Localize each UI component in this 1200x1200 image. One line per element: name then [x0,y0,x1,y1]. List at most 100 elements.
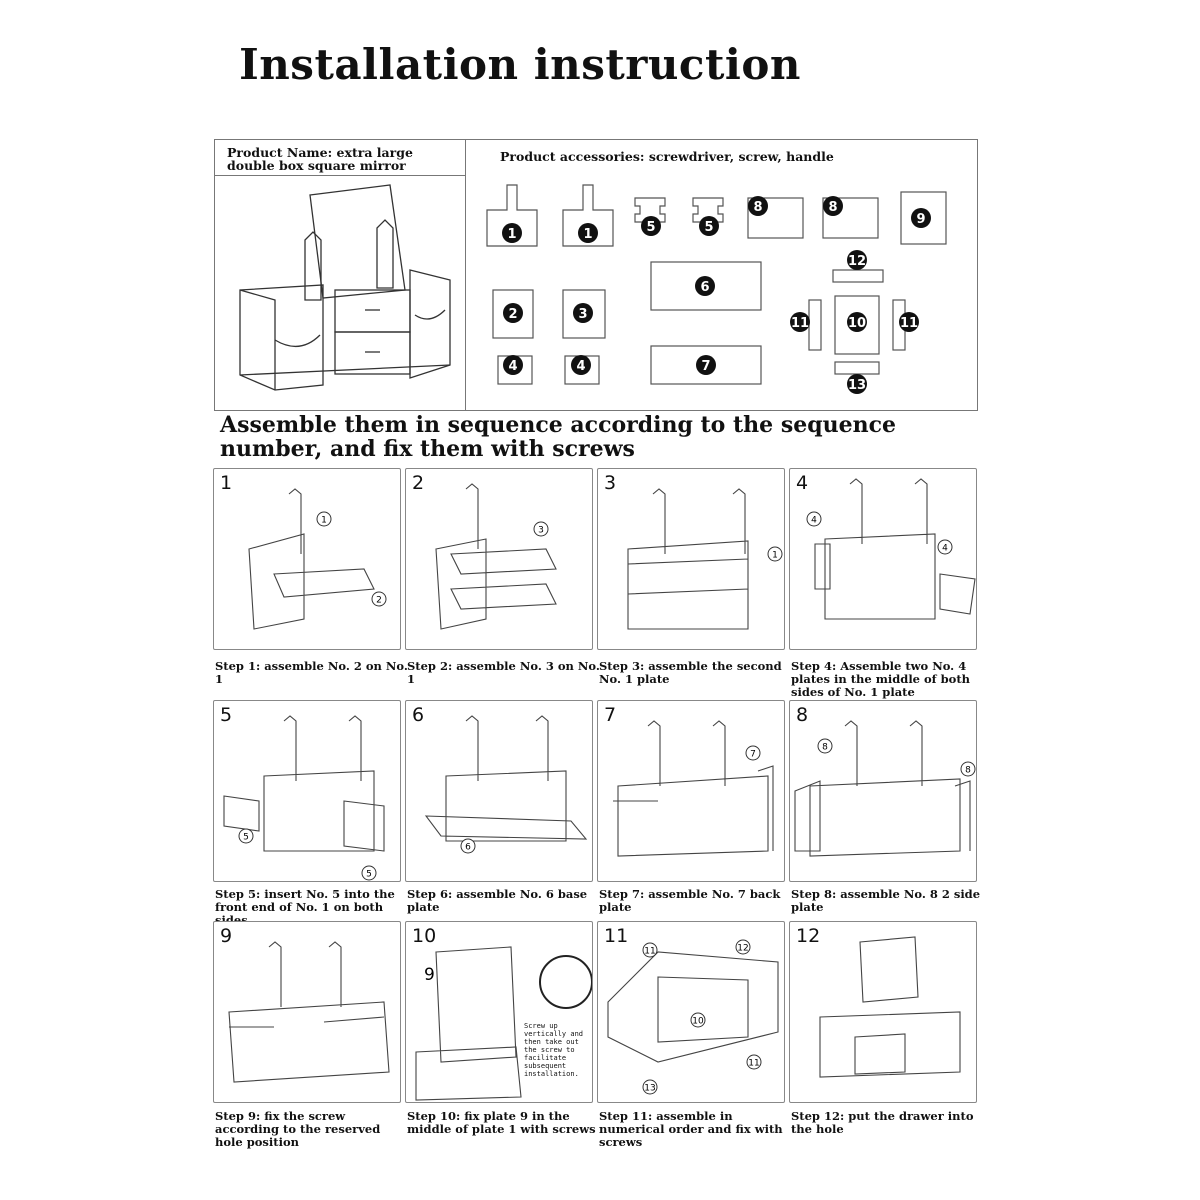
svg-text:1: 1 [507,227,516,242]
step-illustration: 1 [627,488,783,630]
part-11a [808,299,822,351]
step-caption-12: Step 12: put the drawer into the hole [791,1109,974,1136]
step-panel-11: 11 11 12 10 11 13 [597,921,785,1103]
step-number: 5 [220,704,233,726]
callout: 11 [642,942,658,958]
step-panel-9: 9 [213,921,401,1103]
callout: 7 [745,745,761,761]
part-6 [650,261,762,311]
part-number-badge: 4 [571,355,591,375]
part-number-badge: 8 [823,196,843,216]
part-number-badge: 11 [899,312,919,332]
step-illustration [819,936,961,1078]
step-number: 8 [796,704,809,726]
svg-text:7: 7 [750,750,756,760]
step-number: 12 [796,925,821,947]
callout: 8 [817,738,833,754]
svg-text:13: 13 [644,1084,655,1094]
svg-text:10: 10 [692,1017,704,1027]
part-5b [692,197,724,223]
svg-text:4: 4 [811,516,817,526]
box-header-line [215,175,465,176]
callout: 4 [937,539,953,555]
step-number: 3 [604,472,617,494]
product-accessories: Product accessories: screwdriver, screw,… [500,149,834,164]
svg-text:2: 2 [508,307,517,322]
step-caption-5: Step 5: insert No. 5 into the front end … [215,887,395,927]
step-caption-7: Step 7: assemble No. 7 back plate [599,887,781,914]
part-number-badge: 5 [699,216,719,236]
svg-text:12: 12 [737,944,748,954]
svg-text:8: 8 [822,743,828,753]
callout: 1 [767,546,783,562]
part-number-badge: 7 [696,355,716,375]
product-name: Product Name: extra large double box squ… [227,145,413,173]
step-caption-4: Step 4: Assemble two No. 4 plates in the… [791,659,971,699]
svg-text:1: 1 [321,516,327,526]
step-caption-1: Step 1: assemble No. 2 on No. 1 [215,659,408,686]
svg-text:4: 4 [942,544,948,554]
part-number-badge: 9 [911,208,931,228]
product-box: Product Name: extra large double box squ… [214,139,978,411]
part-1a [486,184,538,247]
step-caption-10: Step 10: fix plate 9 in the middle of pl… [407,1109,596,1136]
callout: 12 [735,939,751,955]
part-number-badge: 6 [695,276,715,296]
page-title: Installation instruction [239,40,801,89]
step-number: 2 [412,472,425,494]
callout: 11 [746,1054,762,1070]
step-number: 6 [412,704,425,726]
step-illustration [228,941,390,1083]
svg-text:5: 5 [366,870,372,880]
svg-text:6: 6 [700,280,709,295]
step-number: 9 [220,925,233,947]
svg-text:5: 5 [646,220,655,235]
step-illustration: 6 [424,715,588,854]
svg-text:3: 3 [578,307,587,322]
screw-note: Screw up vertically and then take out th… [524,1022,584,1078]
part-9 [900,191,947,245]
svg-text:11: 11 [644,947,655,957]
svg-text:11: 11 [748,1059,759,1069]
part-7 [650,345,762,385]
part-3 [562,289,606,339]
step-illustration: 44 [806,478,976,620]
part-8b [822,197,879,239]
plate-9-label: 9 [424,965,435,985]
step-number: 11 [604,925,629,947]
product-illustration [239,184,451,391]
step-illustration: 88 [794,720,976,857]
svg-text:1: 1 [772,551,778,561]
callout: 10 [690,1012,706,1028]
part-number-badge: 1 [502,223,522,243]
part-13 [834,361,880,375]
step-caption-11: Step 11: assemble in numerical order and… [599,1109,783,1149]
svg-text:6: 6 [465,843,471,853]
part-8a [747,197,804,239]
step-caption-6: Step 6: assemble No. 6 base plate [407,887,588,914]
callout: 2 [371,591,387,607]
part-12 [832,269,884,283]
step-caption-9: Step 9: fix the screw according to the r… [215,1109,381,1149]
svg-text:10: 10 [848,316,866,331]
step-number: 7 [604,704,617,726]
callout: 5 [238,828,254,844]
callout: 3 [533,521,549,537]
step-number: 1 [220,472,233,494]
callout: 13 [642,1079,658,1095]
part-number-badge: 4 [503,355,523,375]
step-illustration: 55 [223,715,385,881]
svg-text:13: 13 [848,378,866,393]
part-number-badge: 2 [503,303,523,323]
svg-text:1: 1 [583,227,592,242]
part-number-badge: 1 [578,223,598,243]
callout: 6 [460,838,476,854]
